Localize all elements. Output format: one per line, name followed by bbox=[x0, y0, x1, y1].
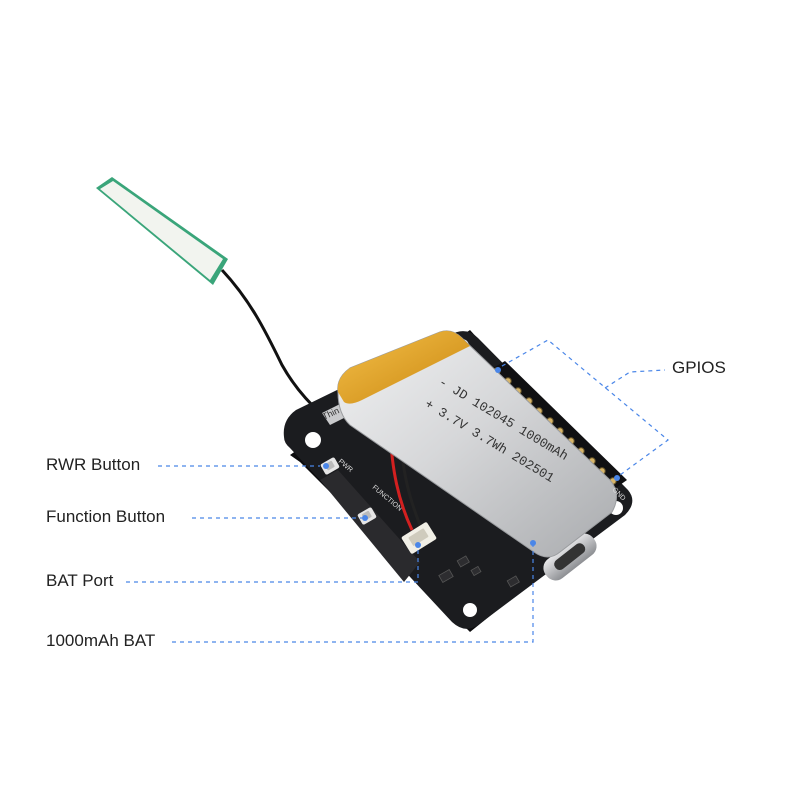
gpio-bracket bbox=[494, 339, 669, 476]
antenna bbox=[96, 177, 331, 422]
smd-components bbox=[438, 555, 520, 588]
callout-gpios: GPIOS bbox=[672, 358, 726, 377]
callout-pwr-button: RWR Button bbox=[46, 455, 141, 474]
callout-bat-port: BAT Port bbox=[46, 571, 114, 590]
lower-board bbox=[320, 470, 420, 582]
battery-pack: - JD 102045 1000mAh + 3.7V 3.7Wh 202501 bbox=[337, 330, 617, 558]
bat-port-leader bbox=[126, 548, 419, 583]
kapton-tape bbox=[337, 330, 470, 404]
callout-battery: 1000mAh BAT bbox=[46, 631, 156, 650]
bat-port bbox=[401, 522, 437, 554]
leader-lines bbox=[126, 339, 669, 643]
leader-dots bbox=[323, 367, 620, 548]
pwr-button[interactable] bbox=[320, 457, 340, 475]
gpio-leader bbox=[604, 369, 666, 389]
callout-function-button: Function Button bbox=[46, 507, 166, 526]
battery-leader bbox=[172, 545, 534, 643]
usb-c-port bbox=[543, 533, 597, 581]
